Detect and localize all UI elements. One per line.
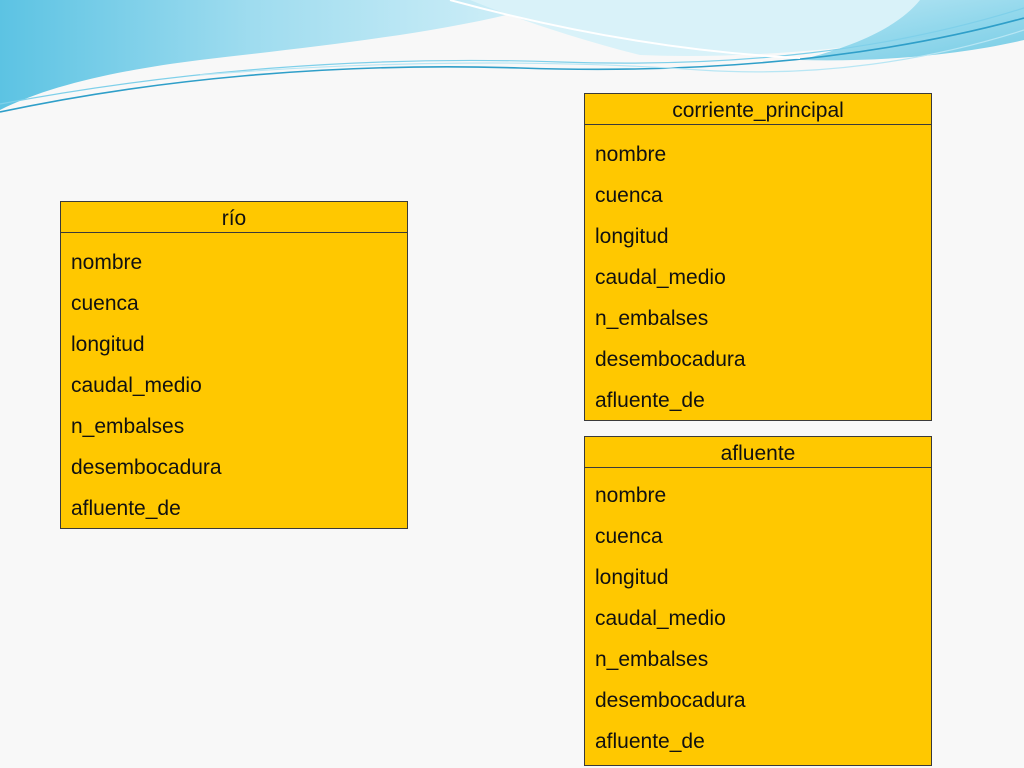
entity-corriente-principal-title: corriente_principal <box>585 94 931 125</box>
wave-line-1 <box>0 17 1024 113</box>
attribute: nombre <box>71 251 143 274</box>
wave-decoration <box>0 0 1024 113</box>
wave-line-4 <box>449 0 801 59</box>
attribute: longitud <box>71 333 145 356</box>
attribute: afluente_de <box>595 389 705 412</box>
attribute: desembocadura <box>595 348 746 371</box>
attribute: afluente_de <box>71 497 181 520</box>
wave-band-left <box>0 0 560 110</box>
wave-line-3 <box>199 29 1024 76</box>
attribute: cuenca <box>595 525 663 548</box>
attribute: cuenca <box>71 292 139 315</box>
attribute: cuenca <box>595 184 663 207</box>
attribute: longitud <box>595 225 669 248</box>
attribute: desembocadura <box>71 456 222 479</box>
wave-band-right-deep <box>720 0 1024 61</box>
attribute: desembocadura <box>595 689 746 712</box>
attribute: caudal_medio <box>595 607 726 630</box>
entity-corriente-principal: corriente_principal nombre cuenca longit… <box>584 93 932 421</box>
attribute: longitud <box>595 566 669 589</box>
attribute: nombre <box>595 143 667 166</box>
wave-line-2 <box>0 7 1024 105</box>
attribute: n_embalses <box>595 648 709 671</box>
attribute: nombre <box>595 484 667 507</box>
entity-rio: río nombre cuenca longitud caudal_medio … <box>60 201 408 529</box>
entity-corriente-principal-attributes: nombre cuenca longitud caudal_medio n_em… <box>585 125 931 421</box>
entity-afluente-attributes: nombre cuenca longitud caudal_medio n_em… <box>585 468 931 762</box>
attribute: afluente_de <box>595 730 705 753</box>
entity-afluente-title: afluente <box>585 437 931 468</box>
entity-rio-title: río <box>61 202 407 233</box>
entity-afluente: afluente nombre cuenca longitud caudal_m… <box>584 436 932 766</box>
attribute: caudal_medio <box>71 374 202 397</box>
attribute: n_embalses <box>71 415 185 438</box>
attribute: n_embalses <box>595 307 709 330</box>
entity-rio-attributes: nombre cuenca longitud caudal_medio n_em… <box>61 233 407 529</box>
attribute: caudal_medio <box>595 266 726 289</box>
